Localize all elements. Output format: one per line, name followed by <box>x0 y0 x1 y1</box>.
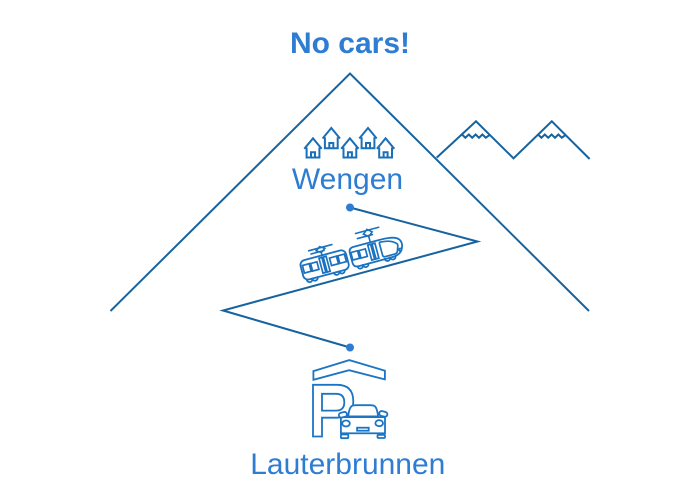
svg-text:Wengen: Wengen <box>292 163 403 196</box>
svg-text:No cars!: No cars! <box>290 27 410 60</box>
svg-text:Lauterbrunnen: Lauterbrunnen <box>250 448 445 481</box>
